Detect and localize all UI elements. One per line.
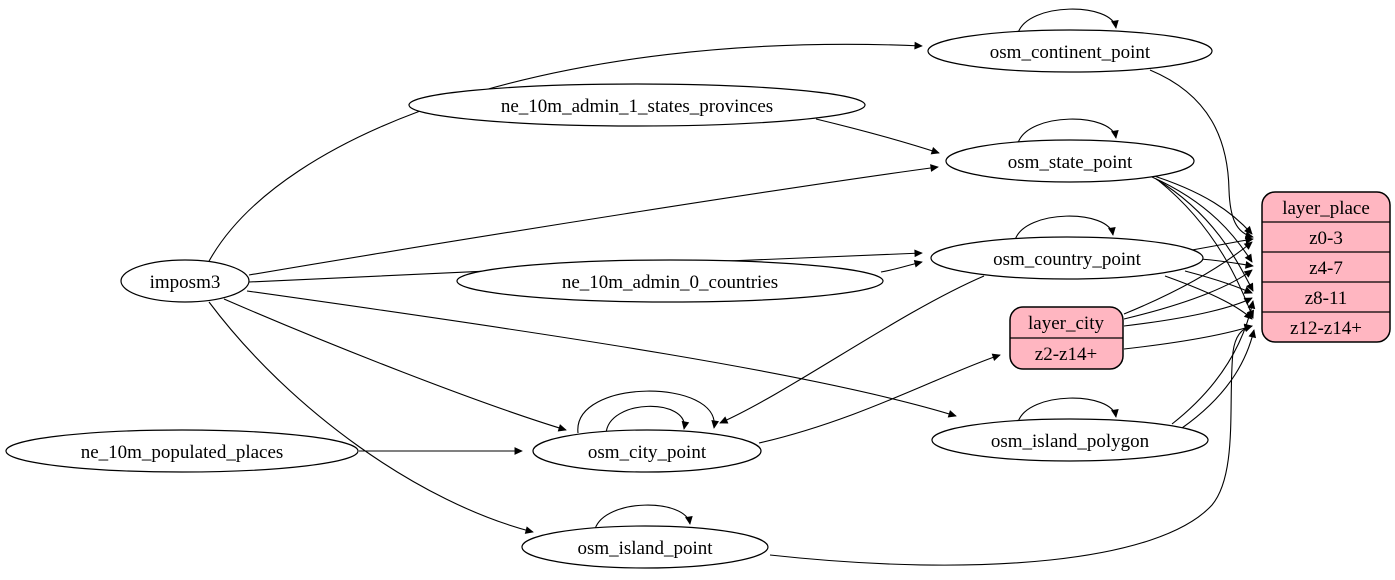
edge-osm_island_polygon-z8-11 — [1171, 300, 1256, 425]
ne_10m_admin_1_states_provinces-label: ne_10m_admin_1_states_provinces — [501, 96, 773, 117]
osm_continent_point-label: osm_continent_point — [990, 42, 1151, 63]
layer_place-row-z12-z14: z12-z14+ — [1290, 318, 1362, 339]
osm_island_polygon-shape — [931, 418, 1209, 462]
osm_island_polygon-label: osm_island_polygon — [991, 431, 1150, 452]
osm_city_point-shape — [532, 429, 762, 473]
layer_place-row-z4-7: z4-7 — [1309, 258, 1343, 279]
edge-osm_country_point-z0-3 — [1191, 236, 1254, 251]
imposm3-label: imposm3 — [150, 272, 221, 293]
edge-ne_10m_admin_1_states_provinces-osm_state_point — [815, 118, 940, 155]
osm_island_point-shape — [521, 525, 769, 569]
edge-layer_city-z0-3 — [1123, 241, 1253, 315]
edge-layer_city-z8-11 — [1123, 297, 1253, 327]
ne_10m_admin_0_countries-label: ne_10m_admin_0_countries — [562, 272, 778, 293]
edge-imposm3-osm_island_point — [208, 301, 534, 534]
osm_continent_point-shape — [927, 29, 1213, 73]
edge-osm_country_point-z4-7 — [1199, 258, 1254, 269]
record-layer_city: layer_city z2-z14+ — [1009, 306, 1124, 370]
layer_place-box — [1261, 191, 1391, 343]
osm_state_point-shape — [945, 139, 1195, 183]
edge-osm_island_polygon-z12-z14 — [1181, 329, 1257, 429]
edge-imposm3-osm_island_polygon — [246, 290, 957, 418]
selfloop-osm_continent_point — [1017, 8, 1119, 34]
edges — [207, 8, 1257, 566]
osm_country_point-shape — [930, 236, 1204, 280]
edge-osm_country_point-z12-z14 — [1164, 275, 1253, 320]
selfloop-osm_island_point — [594, 504, 693, 530]
edge-imposm3-osm_city_point — [223, 298, 567, 432]
record-layer_place: layer_place z0-3 z4-7 z8-11 z12-z14+ — [1261, 191, 1391, 343]
node-osm_continent_point: osm_continent_point — [927, 29, 1213, 73]
imposm3-shape — [120, 259, 250, 303]
node-osm_city_point: osm_city_point — [532, 429, 762, 473]
edge-osm_state_point-z8-11 — [1155, 178, 1254, 292]
node-osm_island_polygon: osm_island_polygon — [931, 418, 1209, 462]
ne_10m_admin_1_states_provinces-shape — [408, 83, 866, 127]
node-imposm3: imposm3 — [120, 259, 250, 303]
layer_place-title: layer_place — [1282, 198, 1370, 219]
osm_state_point-label: osm_state_point — [1008, 152, 1133, 173]
edge-osm_country_point-osm_city_point — [719, 275, 985, 424]
edge-imposm3-osm_continent_point — [207, 41, 923, 264]
ne_10m_populated_places-shape — [5, 429, 359, 473]
ne_10m_populated_places-label: ne_10m_populated_places — [81, 442, 284, 463]
node-osm_state_point: osm_state_point — [945, 139, 1195, 183]
edge-layer_city-z12-z14 — [1123, 324, 1253, 350]
edge-osm_country_point-z8-11 — [1184, 270, 1253, 294]
edge-layer_city-z4-7 — [1123, 269, 1253, 320]
osm_city_point-label: osm_city_point — [588, 442, 707, 463]
layer_place-row-z8-11: z8-11 — [1305, 288, 1348, 309]
edge-imposm3-osm_state_point — [248, 164, 939, 276]
layer_city-title: layer_city — [1028, 313, 1104, 334]
node-ne_10m_populated_places: ne_10m_populated_places — [5, 429, 359, 473]
node-ne_10m_admin_1_states_provinces: ne_10m_admin_1_states_provinces — [408, 83, 866, 127]
layer_place-row-z0-3: z0-3 — [1309, 228, 1343, 249]
osm_country_point-label: osm_country_point — [993, 249, 1141, 270]
node-ne_10m_admin_0_countries: ne_10m_admin_0_countries — [456, 259, 884, 303]
edge-ne_10m_admin_0_countries-osm_country_point — [880, 259, 923, 273]
osm_island_point-label: osm_island_point — [577, 538, 713, 559]
layer_city-row-z2-z14: z2-z14+ — [1035, 344, 1097, 365]
edge-osm_state_point-z4-7 — [1151, 176, 1253, 263]
node-osm_country_point: osm_country_point — [930, 236, 1204, 280]
selfloop-osm_city_point-outer — [577, 390, 719, 434]
selfloop-osm_city_point-inner — [605, 405, 690, 435]
edge-osm_continent_point-z0-3 — [1149, 69, 1254, 240]
node-osm_island_point: osm_island_point — [521, 525, 769, 569]
edge-osm_island_point-z12-z14 — [769, 323, 1253, 566]
selfloop-osm_state_point — [1017, 118, 1119, 144]
edge-osm_city_point-layer_city — [758, 353, 1001, 444]
ne_10m_admin_0_countries-shape — [456, 259, 884, 303]
selfloop-osm_island_polygon — [1017, 397, 1119, 423]
edge-osm_state_point-z0-3 — [1147, 173, 1253, 235]
selfloop-osm_country_point — [1014, 215, 1116, 241]
